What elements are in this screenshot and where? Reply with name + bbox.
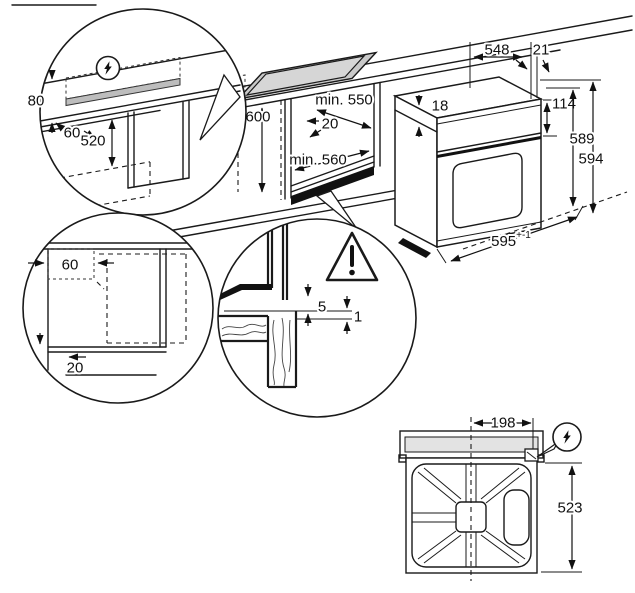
lightning-icon [95, 55, 121, 81]
dim-20: 20 [306, 114, 340, 138]
oven-side-face [394, 94, 438, 249]
dim-60-front: 60 [28, 255, 114, 276]
niche-opening [284, 82, 381, 205]
dim-label-21: 21 [533, 42, 550, 59]
control-panel-trim [436, 136, 542, 158]
dim-label-60-front: 60 [62, 257, 79, 274]
dim-20-front: 20 [65, 353, 86, 379]
oven-top-view: 198 523 [398, 413, 585, 581]
dim-label-114: 114 [552, 96, 576, 113]
dim-80: 80 [26, 70, 56, 133]
dim-label-min-550: min. 550 [315, 92, 373, 109]
oven-foot [398, 238, 431, 258]
control-panel-bottom-line [436, 132, 542, 153]
control-panel-top-line [436, 104, 542, 125]
electrical-zone-detail [65, 56, 181, 100]
dim-label-60-detail: 60 [64, 125, 81, 142]
dim-label-80: 80 [28, 93, 45, 110]
dim-595-value: 595 [491, 233, 516, 250]
dim-label-523: 523 [557, 500, 582, 517]
ventilation-strip [291, 166, 374, 205]
back-panel-right-emboss [503, 489, 530, 546]
dim-595-tolerance: +-1 [516, 230, 531, 241]
dim-label-18: 18 [432, 98, 449, 115]
dim-600: 600 [243, 107, 273, 193]
dim-label-198: 198 [490, 415, 515, 432]
dim-label-600: 600 [245, 109, 270, 126]
dim-589-594: 589 594 [540, 79, 606, 214]
dim-18: 18 [415, 95, 450, 137]
dim-label-548: 548 [484, 42, 509, 59]
warning-triangle-icon [325, 231, 379, 282]
dim-595: 595+-1 [436, 205, 584, 264]
worktop-wood-section [218, 314, 268, 343]
electrical-detail-circle: 80 60 520 [26, 8, 247, 216]
dim-5: 5 [304, 284, 328, 326]
worktop-bracket [220, 284, 272, 300]
dim-60-detail: 60 [55, 123, 96, 144]
dim-label-min-560: min. 560 [289, 152, 347, 169]
oven-dashed-outline-front [96, 253, 187, 344]
dim-label-520: 520 [80, 133, 105, 150]
gap-detail-circle: 5 1 [217, 218, 417, 418]
oven-isometric: 548 21 18 114 589 594 [392, 40, 628, 264]
oven-top-thickness-line [394, 109, 438, 133]
dim-min-560: min. 560 [287, 150, 370, 172]
cabinet-wood-section [266, 311, 298, 389]
dim-label-5: 5 [318, 299, 326, 316]
front-clearance-circle: 60 20 [22, 212, 214, 404]
dim-1: 1 [343, 296, 364, 334]
dim-548-21: 548 21 [469, 40, 551, 99]
lightning-icon-top-view [552, 422, 582, 452]
dim-label-595: 595+-1 [491, 230, 531, 250]
dim-523: 523 [541, 462, 585, 573]
dim-min-550: min. 550 [313, 90, 375, 129]
dim-label-589: 589 [569, 131, 594, 148]
back-panel-ribs [412, 464, 530, 567]
dim-label-20: 20 [322, 116, 339, 133]
clearance-square [47, 248, 95, 280]
callout-wedge-gap-detail [315, 190, 358, 230]
dim-label-1: 1 [354, 309, 362, 326]
dim-198: 198 [473, 413, 534, 449]
dim-520: 520 [78, 119, 116, 167]
hob-cutout [236, 51, 378, 101]
dim-label-20-front: 20 [67, 360, 84, 377]
dim-label-594: 594 [578, 151, 603, 168]
callout-wedge-electrical [199, 73, 241, 141]
